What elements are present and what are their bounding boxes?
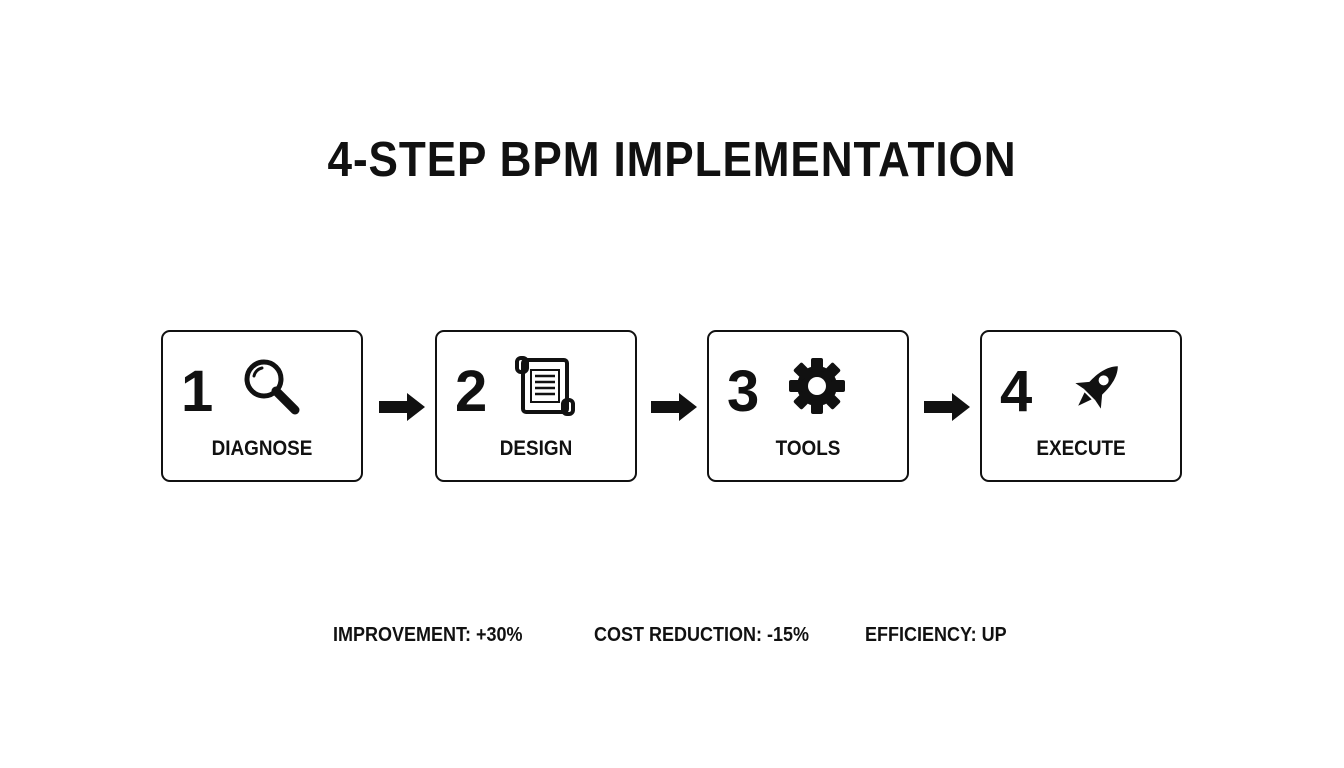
metric-efficiency: EFFICIENCY: UP <box>865 624 1007 646</box>
step-card-execute: 4 EXECUTE <box>980 330 1182 482</box>
metric-cost-reduction: COST REDUCTION: -15% <box>594 624 810 646</box>
scroll-document-icon <box>513 354 577 418</box>
arrow-right-icon <box>379 392 425 422</box>
page-title: 4-STEP BPM IMPLEMENTATION <box>327 133 1017 187</box>
step-number: 4 <box>1000 359 1033 424</box>
step-label: DIAGNOSE <box>211 437 313 460</box>
arrow-right-icon <box>924 392 970 422</box>
rocket-icon <box>1066 354 1130 418</box>
step-number: 2 <box>455 359 488 424</box>
step-label: DESIGN <box>499 437 573 460</box>
step-label: TOOLS <box>775 437 841 460</box>
gear-icon <box>785 354 849 418</box>
step-number: 3 <box>727 359 760 424</box>
step-label: EXECUTE <box>1036 437 1126 460</box>
metric-improvement: IMPROVEMENT: +30% <box>333 624 523 646</box>
step-card-tools: 3 TOOLS <box>707 330 909 482</box>
arrow-right-icon <box>651 392 697 422</box>
step-card-design: 2 DESIGN <box>435 330 637 482</box>
step-card-diagnose: 1 DIAGNOSE <box>161 330 363 482</box>
magnifying-glass-icon <box>239 354 303 418</box>
step-number: 1 <box>181 359 214 424</box>
